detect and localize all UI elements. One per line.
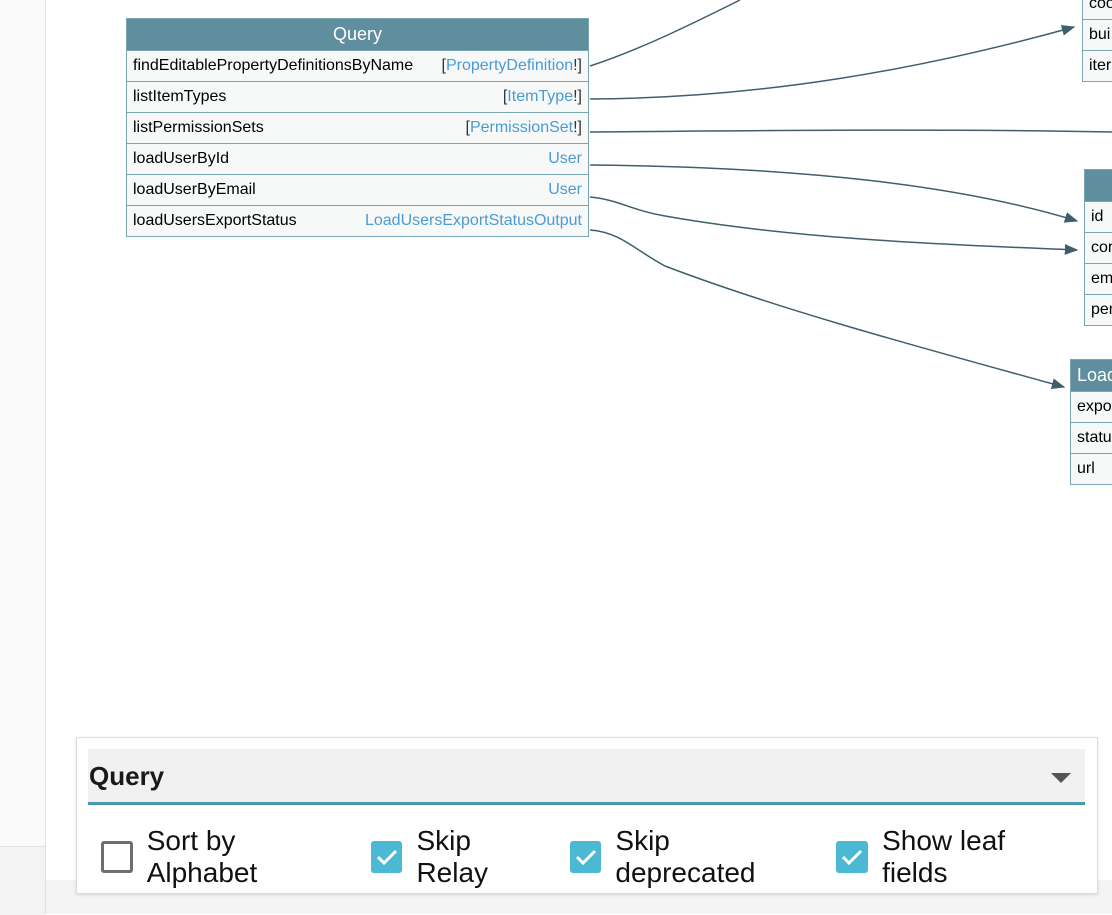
- skip-deprecated-option[interactable]: Skip deprecated: [569, 825, 816, 889]
- edge-loaduserbyemail: [589, 196, 1079, 255]
- query-field-row[interactable]: listPermissionSets [PermissionSet!]: [127, 112, 588, 143]
- type-link[interactable]: PermissionSet: [469, 119, 574, 136]
- export-status-node[interactable]: Load expo statu url: [1070, 359, 1112, 485]
- item-type-field-row[interactable]: iter: [1083, 50, 1112, 81]
- field-name: findEditablePropertyDefinitionsByName: [133, 57, 414, 74]
- export-status-field-row[interactable]: url: [1071, 453, 1112, 484]
- item-type-field-row[interactable]: coo: [1083, 0, 1112, 19]
- chevron-down-icon[interactable]: [1051, 773, 1071, 783]
- root-type-label: Query: [89, 761, 165, 791]
- user-node[interactable]: id cor em per: [1084, 169, 1112, 326]
- field-type: LoadUsersExportStatusOutput: [365, 212, 582, 230]
- left-sidebar-footer: [0, 846, 45, 915]
- field-type: [PermissionSet!]: [465, 119, 583, 136]
- option-label: Show leaf fields: [882, 825, 1006, 888]
- skip-relay-option[interactable]: Skip Relay: [370, 825, 549, 889]
- export-status-field-row[interactable]: statu: [1071, 422, 1112, 453]
- show-leaf-fields-option[interactable]: Show leaf fields: [836, 825, 1076, 889]
- field-name: listPermissionSets: [133, 119, 264, 136]
- user-field-row[interactable]: per: [1085, 294, 1112, 325]
- query-field-row[interactable]: loadUserById User: [127, 143, 588, 174]
- field-name: loadUsersExportStatus: [133, 212, 297, 229]
- user-field-row[interactable]: em: [1085, 263, 1112, 294]
- checkbox-checked-icon[interactable]: [836, 841, 869, 873]
- edge-loaduserbyid: [589, 164, 1079, 223]
- field-name: listItemTypes: [133, 88, 227, 105]
- query-node[interactable]: Query findEditablePropertyDefinitionsByN…: [126, 18, 589, 237]
- field-type: [ItemType!]: [502, 88, 582, 105]
- type-link[interactable]: User: [548, 181, 582, 198]
- edge-loadusersexportstatus: [589, 229, 1066, 389]
- query-node-title: Query: [127, 19, 588, 50]
- user-field-row[interactable]: cor: [1085, 232, 1112, 263]
- item-type-node[interactable]: coo bui iter: [1082, 0, 1112, 82]
- export-status-node-title: Load: [1071, 360, 1112, 391]
- checkbox-checked-icon[interactable]: [569, 841, 602, 873]
- user-node-title: [1085, 170, 1112, 201]
- sort-by-alphabet-option[interactable]: Sort by Alphabet: [101, 825, 350, 889]
- query-field-row[interactable]: findEditablePropertyDefinitionsByName [P…: [127, 50, 588, 81]
- checkbox-checked-icon[interactable]: [370, 841, 403, 873]
- query-field-row[interactable]: listItemTypes [ItemType!]: [127, 81, 588, 112]
- user-field-row[interactable]: id: [1085, 201, 1112, 232]
- field-type: User: [548, 150, 582, 168]
- option-label: Skip Relay: [416, 825, 489, 888]
- checkbox-unchecked-icon[interactable]: [101, 841, 133, 873]
- type-link[interactable]: User: [548, 150, 582, 167]
- field-name: loadUserById: [133, 150, 230, 167]
- option-label: Sort by Alphabet: [146, 825, 258, 888]
- query-field-row[interactable]: loadUsersExportStatus LoadUsersExportSta…: [127, 205, 588, 236]
- type-link[interactable]: LoadUsersExportStatusOutput: [364, 212, 582, 229]
- field-name: loadUserByEmail: [133, 181, 256, 198]
- edge-to-above: [589, 0, 741, 67]
- query-field-row[interactable]: loadUserByEmail User: [127, 174, 588, 205]
- options-panel: Query Sort by Alphabet Skip Relay Skip d…: [76, 737, 1098, 894]
- left-sidebar: [0, 0, 46, 914]
- edge-listpermissionsets: [589, 129, 1112, 133]
- field-type: User: [548, 181, 582, 199]
- type-link[interactable]: PropertyDefinition: [445, 57, 574, 74]
- option-label: Skip deprecated: [615, 825, 756, 888]
- item-type-field-row[interactable]: bui: [1083, 19, 1112, 50]
- root-type-select[interactable]: Query: [88, 749, 1085, 805]
- options-row: Sort by Alphabet Skip Relay Skip depreca…: [101, 825, 1097, 889]
- type-link[interactable]: ItemType: [507, 88, 574, 105]
- edge-listitemtypes: [589, 25, 1076, 100]
- field-type: [PropertyDefinition!]: [441, 57, 582, 74]
- export-status-field-row[interactable]: expo: [1071, 391, 1112, 422]
